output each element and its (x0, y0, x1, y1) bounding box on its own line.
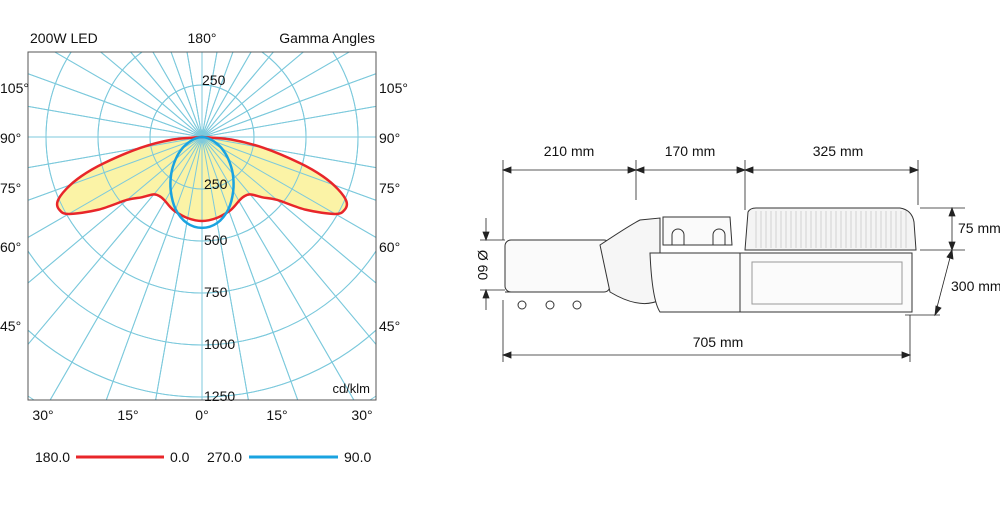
side-angle-label: 45° (379, 318, 400, 334)
side-angle-label: 105° (0, 80, 29, 96)
curve-series-0 (55, 135, 349, 223)
polar-chart: 200W LED 180° Gamma Angles cd/klm 250 25… (0, 30, 408, 465)
legend: 180.0 0.0 270.0 90.0 (35, 449, 371, 465)
bottom-angle-label: 0° (195, 407, 208, 423)
grid-spoke-overlay (105, 52, 234, 400)
bottom-angle-label: 30° (351, 407, 372, 423)
legend-blue-from: 270.0 (207, 449, 242, 465)
chart-title: 200W LED (30, 30, 98, 46)
side-angle-label: 60° (0, 239, 21, 255)
side-angle-label: 90° (379, 130, 400, 146)
ring-label: 1000 (204, 336, 235, 352)
dim-325: 325 mm (813, 143, 864, 159)
bottom-angle-label: 15° (117, 407, 138, 423)
ring-label: 750 (204, 284, 228, 300)
chart-subtitle: Gamma Angles (279, 30, 375, 46)
dim-300: 300 mm (951, 278, 1000, 294)
side-angle-label: 45° (0, 318, 21, 334)
grid-spoke-overlay (186, 52, 249, 400)
grid-spoke-overlay (28, 52, 350, 238)
grid-spoke-overlay (54, 52, 376, 238)
grid-spoke-overlay (28, 52, 274, 345)
side-angle-label: 90° (0, 130, 21, 146)
bottom-angle-label: 15° (266, 407, 287, 423)
grid-spoke-overlay (49, 52, 252, 400)
chart-frame (27, 51, 377, 401)
legend-blue-to: 90.0 (344, 449, 371, 465)
grid-spoke-overlay (170, 52, 299, 400)
side-angle-label: 105° (379, 80, 408, 96)
bottom-angle-label: 30° (32, 407, 53, 423)
curve-series-1 (169, 135, 235, 230)
grid-spoke-overlay (130, 52, 376, 345)
dim-170: 170 mm (665, 143, 716, 159)
dimension-drawing (480, 160, 965, 362)
grid-spoke-overlay (152, 52, 355, 400)
dim-210: 210 mm (544, 143, 595, 159)
unit-label: cd/klm (332, 381, 370, 396)
polar-curves (28, 52, 376, 400)
grid-spoke-overlay (28, 52, 304, 284)
ring-label-up: 250 (202, 72, 226, 88)
top-angle-label: 180° (188, 30, 217, 46)
ring-label: 1250 (204, 388, 235, 404)
dimension-labels: 210 mm 170 mm 325 mm 705 mm 75 mm 300 mm… (475, 143, 1000, 350)
side-angle-label: 75° (379, 180, 400, 196)
ring-label: 250 (204, 176, 228, 192)
dim-diameter: Ø 60 (475, 250, 491, 281)
ring-label: 500 (204, 232, 228, 248)
polar-grid (28, 52, 376, 400)
grid-ring (28, 395, 376, 400)
side-angle-label: 75° (0, 180, 21, 196)
dim-75: 75 mm (958, 220, 1000, 236)
grid-spoke-overlay (155, 52, 218, 400)
side-angle-label: 60° (379, 239, 400, 255)
streetlight-drawing (504, 207, 917, 313)
grid-spoke-overlay (100, 52, 376, 284)
legend-red-from: 180.0 (35, 449, 70, 465)
dim-705: 705 mm (693, 334, 744, 350)
legend-red-to: 0.0 (170, 449, 190, 465)
